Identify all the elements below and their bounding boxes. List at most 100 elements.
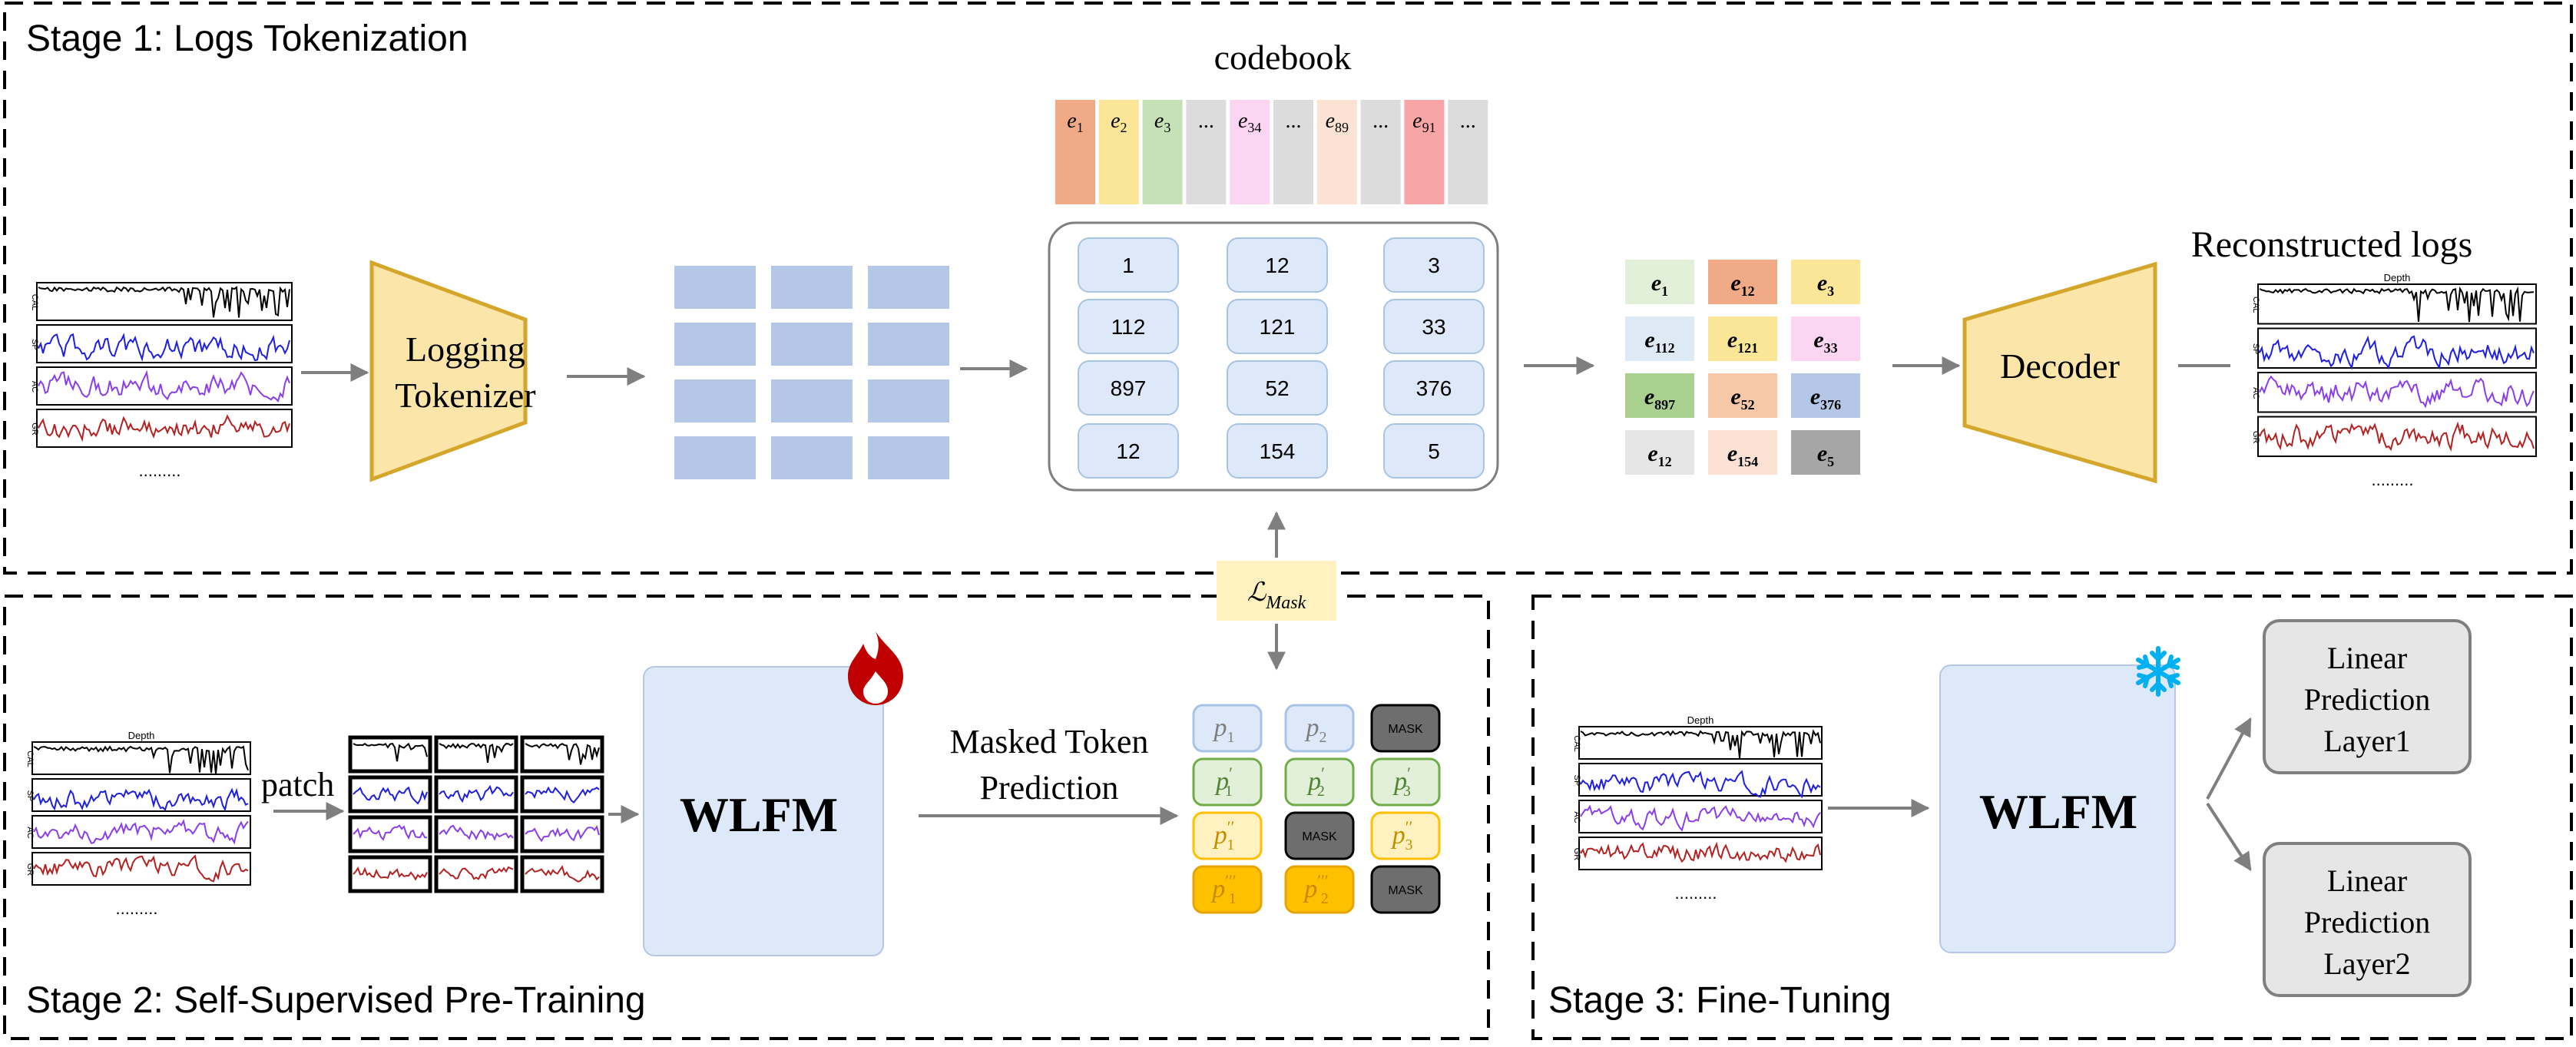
predicted-token-label: p′2 xyxy=(1306,764,1325,800)
token-id-cell xyxy=(1227,237,1328,293)
patch-cell xyxy=(520,735,604,774)
embedding-label: e154 xyxy=(1727,441,1758,469)
log-curve xyxy=(33,818,249,845)
token-id-cell xyxy=(1078,360,1179,416)
input-log-panel: CAL SP AC GR......... xyxy=(30,282,293,480)
reconstructed-log-panel: DepthCALSPACGR......... xyxy=(2251,272,2537,489)
patch-cell xyxy=(348,855,432,893)
stage3-title: Stage 3: Fine-Tuning xyxy=(1548,980,1891,1021)
log-curve xyxy=(33,787,249,812)
predicted-token xyxy=(1370,757,1441,807)
log-ellipsis: ......... xyxy=(2371,470,2413,489)
log-track-label: SP xyxy=(2251,343,2260,355)
predicted-token-label: p′′1 xyxy=(1213,817,1235,853)
linear-prediction-layer-1 xyxy=(2263,619,2472,774)
tokenizer-label-line1: Logging xyxy=(406,330,525,369)
feature-block xyxy=(674,266,756,309)
embedding-label: e3 xyxy=(1817,270,1834,299)
predicted-token xyxy=(1370,811,1441,860)
tokenizer-label-line2: Tokenizer xyxy=(395,376,535,415)
head-label-line: Prediction xyxy=(2304,905,2430,939)
wlfm-finetune-label: WLFM xyxy=(1979,784,2137,839)
token-id-value: 5 xyxy=(1428,439,1440,463)
predicted-token xyxy=(1192,865,1263,914)
feature-block xyxy=(868,436,949,479)
patch-label: patch xyxy=(261,766,334,803)
predicted-token xyxy=(1284,757,1355,807)
masked-token-prediction-line2: Prediction xyxy=(980,769,1119,807)
patch-curve xyxy=(525,865,600,883)
codebook-entry-label: ... xyxy=(1372,109,1389,133)
patch-curve xyxy=(439,824,514,841)
log-track-label: GR xyxy=(1572,848,1581,861)
head-label-line: Linear xyxy=(2327,641,2407,675)
feature-block xyxy=(674,323,756,366)
log-track-label: SP xyxy=(30,339,39,350)
token-id-value: 112 xyxy=(1111,315,1146,339)
codebook-entry xyxy=(1098,100,1139,204)
embedding-cell xyxy=(1625,260,1694,304)
log-curve xyxy=(1580,804,1821,832)
codebook-entry-label: e34 xyxy=(1238,109,1261,135)
mask-token xyxy=(1284,811,1355,860)
log-track-frame xyxy=(36,324,293,363)
log-curve xyxy=(33,854,249,883)
token-id-value: 12 xyxy=(1116,439,1140,463)
token-id-value: 52 xyxy=(1265,376,1289,400)
token-id-value: 3 xyxy=(1428,253,1440,277)
codebook-entry xyxy=(1186,100,1227,204)
log-track-label: GR xyxy=(30,422,39,436)
prediction-heads: LinearPredictionLayer1LinearPredictionLa… xyxy=(2263,619,2472,997)
log-curve xyxy=(38,369,290,403)
embedding-cell xyxy=(1708,260,1777,304)
log-track-frame xyxy=(1578,800,1823,833)
log-track-label: AC xyxy=(2251,387,2260,399)
embedding-cell xyxy=(1708,430,1777,475)
embedding-label: e12 xyxy=(1730,270,1754,299)
feature-blocks xyxy=(674,266,949,479)
patch-curve xyxy=(439,866,514,880)
stage2-frame xyxy=(3,595,1490,1040)
token-id-cell xyxy=(1078,237,1179,293)
predicted-token xyxy=(1192,757,1263,807)
predicted-token xyxy=(1192,811,1263,860)
patch-cell xyxy=(520,775,604,813)
log-track-frame xyxy=(2257,372,2537,413)
log-track-label: SP xyxy=(1572,775,1581,787)
codebook-entry-label: e1 xyxy=(1067,109,1083,135)
embedding-label: e376 xyxy=(1810,384,1841,413)
embedding-cell xyxy=(1791,316,1860,361)
log-ellipsis: ......... xyxy=(138,461,180,480)
predicted-token-label: p′′′2 xyxy=(1303,871,1328,907)
embedding-label: e33 xyxy=(1813,327,1837,356)
embedding-cell xyxy=(1625,373,1694,418)
log-track-label: CAL xyxy=(30,294,39,310)
embedding-label: e5 xyxy=(1817,441,1834,469)
embedding-cell xyxy=(1791,430,1860,475)
patch-curve xyxy=(353,742,428,762)
patch-curve xyxy=(525,743,600,765)
log-track-label: CAL xyxy=(2251,297,2260,313)
loss-subscript: Mask xyxy=(1265,593,1306,613)
embedding-cell xyxy=(1625,430,1694,475)
token-id-cell xyxy=(1383,360,1485,416)
embedding-label: e52 xyxy=(1730,384,1754,413)
token-id-value: 154 xyxy=(1260,439,1296,463)
codebook-entry xyxy=(1055,100,1095,204)
log-curve xyxy=(2259,375,2535,409)
loss-symbol: ℒ xyxy=(1247,578,1267,607)
stage2-title: Stage 2: Self-Supervised Pre-Training xyxy=(26,980,646,1021)
predicted-token xyxy=(1284,704,1355,753)
feature-block xyxy=(771,323,853,366)
log-curve xyxy=(1580,841,1821,863)
token-id-value: 33 xyxy=(1422,315,1445,339)
patch-curve xyxy=(525,824,600,843)
feature-block xyxy=(771,379,853,422)
log-track-frame xyxy=(31,815,251,849)
arrow-to-head1 xyxy=(2206,717,2252,800)
log-track-frame xyxy=(2257,416,2537,457)
log-track-label: AC xyxy=(30,381,39,393)
